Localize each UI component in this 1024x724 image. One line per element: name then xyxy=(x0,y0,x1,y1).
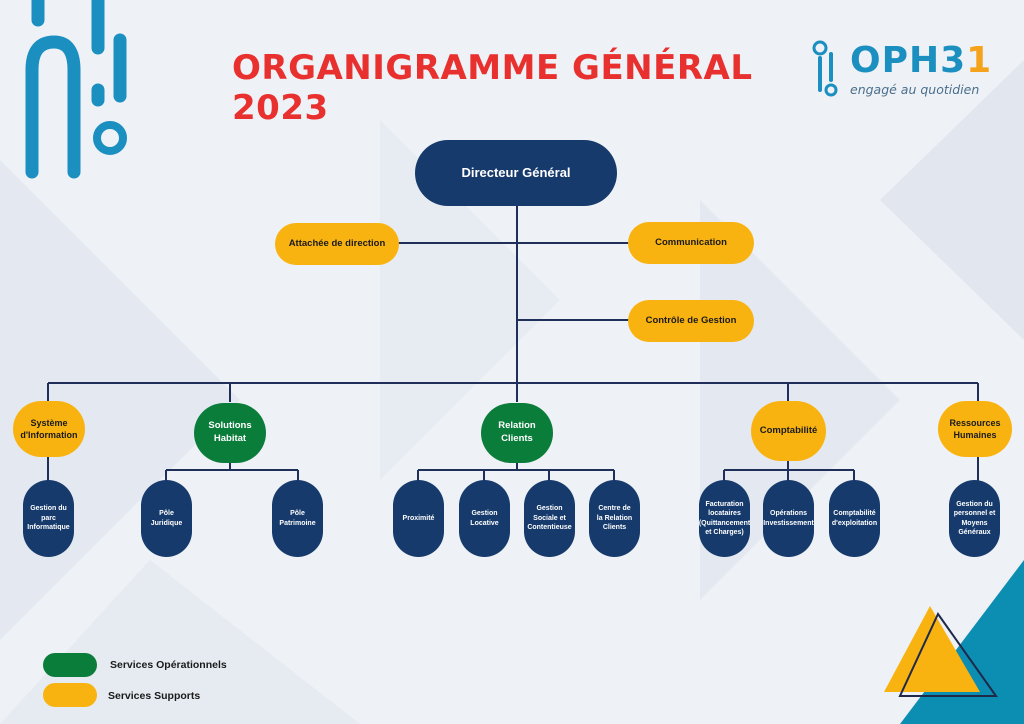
node-comptabilite-exploitation: Comptabilité d'exploitation xyxy=(829,480,880,557)
node-gestion-personnel: Gestion du personnel et Moyens Généraux xyxy=(949,480,1000,557)
legend-swatch-operational xyxy=(43,653,97,677)
brand-logo-text: OPH31 xyxy=(850,40,993,81)
node-relation-clients: Relation Clients xyxy=(481,403,553,463)
node-directeur-general: Directeur Général xyxy=(415,140,617,206)
node-gestion-locative: Gestion Locative xyxy=(459,480,510,557)
corner-logo-graphic xyxy=(25,0,127,179)
corner-yellow-triangle xyxy=(884,606,980,692)
node-communication: Communication xyxy=(628,222,754,264)
node-centre-relation-clients: Centre de la Relation Clients xyxy=(589,480,640,557)
node-ressources-humaines: Ressources Humaines xyxy=(938,401,1012,457)
brand-logo-icon xyxy=(812,40,838,97)
node-attachee-direction: Attachée de direction xyxy=(275,223,399,265)
node-pole-patrimoine: Pôle Patrimoine xyxy=(272,480,323,557)
node-gestion-sociale-contentieuse: Gestion Sociale et Contentieuse xyxy=(524,480,575,557)
brand-tagline: engagé au quotidien xyxy=(850,82,980,97)
node-controle-gestion: Contrôle de Gestion xyxy=(628,300,754,342)
legend-label-support: Services Supports xyxy=(108,690,201,702)
node-proximite: Proximité xyxy=(393,480,444,557)
node-facturation-locataires: Facturation locataires (Quittancement et… xyxy=(699,480,750,557)
node-gestion-parc-informatique: Gestion du parc Informatique xyxy=(23,480,74,557)
node-solutions-habitat: Solutions Habitat xyxy=(194,403,266,463)
page-title: ORGANIGRAMME GÉNÉRAL 2023 xyxy=(232,48,753,128)
legend-swatch-support xyxy=(43,683,97,707)
node-operations-investissement: Opérations Investissement xyxy=(763,480,814,557)
node-pole-juridique: Pôle Juridique xyxy=(141,480,192,557)
legend-label-operational: Services Opérationnels xyxy=(110,659,227,671)
node-systeme-information: Système d'Information xyxy=(13,401,85,457)
node-comptabilite: Comptabilité xyxy=(751,401,826,461)
